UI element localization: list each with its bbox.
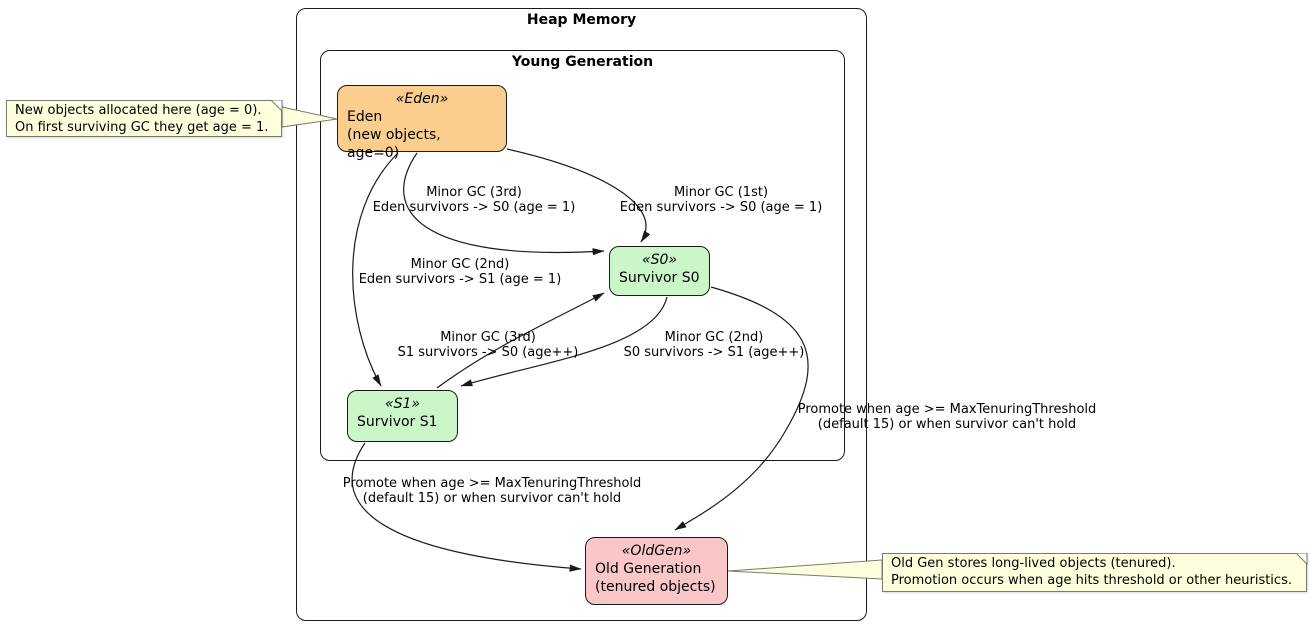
s0-label: Survivor S0 [619,270,700,286]
heap-memory-title: Heap Memory [526,12,637,28]
s1-stereotype: «S1» [384,396,421,412]
label-promote-s0-oldgen: Promote when age >= MaxTenuringThreshold… [797,402,1097,432]
label-minor-gc-2nd-eden-s1: Minor GC (2nd) Eden survivors -> S1 (age… [358,257,562,287]
oldgen-label: Old Generation (tenured objects) [595,561,716,595]
oldgen-note: Old Gen stores long-lived objects (tenur… [882,553,1307,592]
label-minor-gc-2nd-s0-s1: Minor GC (2nd) S0 survivors -> S1 (age++… [623,330,805,360]
eden-label: Eden (new objects, age=0) [347,109,441,161]
oldgen-stereotype: «OldGen» [621,543,692,559]
label-minor-gc-3rd-s1-s0: Minor GC (3rd) S1 survivors -> S0 (age++… [397,330,579,360]
s1-label: Survivor S1 [357,414,438,430]
eden-note: New objects allocated here (age = 0). On… [6,100,282,137]
label-minor-gc-3rd-eden-s0: Minor GC (3rd) Eden survivors -> S0 (age… [372,185,576,215]
node-eden: «Eden» Eden (new objects, age=0) [337,85,507,161]
label-promote-s1-oldgen: Promote when age >= MaxTenuringThreshold… [342,476,642,506]
heap-memory-frame: Heap Memory [296,8,867,621]
young-generation-frame: Young Generation [320,50,845,461]
node-survivor-s0: «S0» Survivor S0 [609,246,710,296]
eden-stereotype: «Eden» [395,91,449,107]
label-minor-gc-1st-eden-s0: Minor GC (1st) Eden survivors -> S0 (age… [619,185,823,215]
s0-stereotype: «S0» [641,252,678,268]
young-generation-title: Young Generation [511,54,654,70]
node-survivor-s1: «S1» Survivor S1 [347,390,458,442]
node-old-generation: «OldGen» Old Generation (tenured objects… [585,537,728,605]
